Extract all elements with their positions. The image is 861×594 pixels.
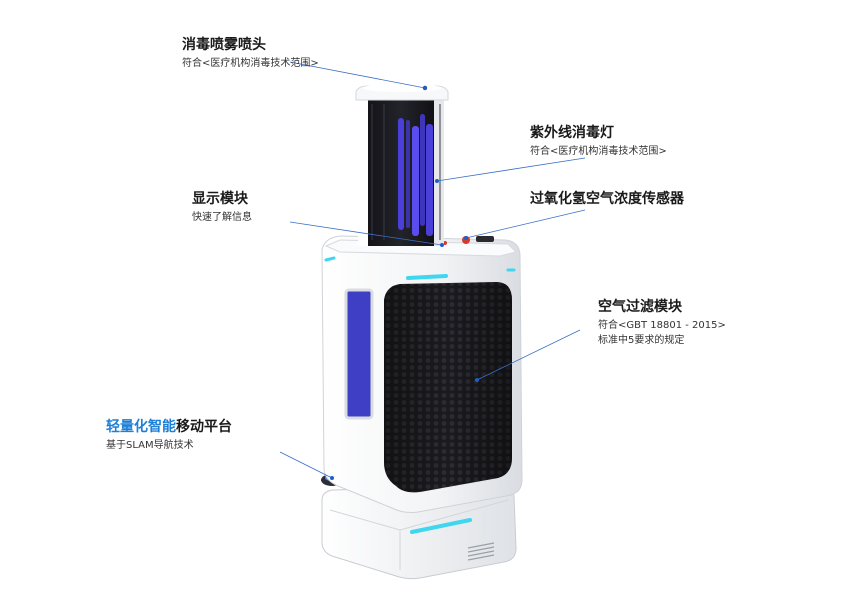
uv-lamp-tubes [398, 114, 433, 236]
callout-title: 显示模块 [192, 191, 248, 207]
callout-desc: 快速了解信息 [192, 212, 252, 223]
callout-desc: 符合<医疗机构消毒技术范围> [530, 146, 667, 157]
callout-air-filter: 空气过滤模块 符合<GBT 18801 - 2015> 标准中5要求的规定 [598, 298, 726, 348]
callout-uv-lamp: 紫外线消毒灯 符合<医疗机构消毒技术范围> [530, 124, 667, 159]
uv-tower [355, 84, 449, 246]
main-body [321, 235, 523, 513]
callout-h2o2-sensor: 过氧化氢空气浓度传感器 [530, 190, 684, 208]
callout-title: 消毒喷雾喷头 [182, 37, 266, 53]
display-panel [344, 288, 374, 420]
callout-mobile-platform: 轻量化智能移动平台 基于SLAM导航技术 [106, 418, 232, 453]
callout-desc: 符合<医疗机构消毒技术范围> [182, 58, 319, 69]
callout-title: 空气过滤模块 [598, 299, 682, 315]
callout-title: 紫外线消毒灯 [530, 125, 614, 141]
callout-spray-nozzle: 消毒喷雾喷头 符合<医疗机构消毒技术范围> [182, 36, 319, 71]
callout-display-module: 显示模块 快速了解信息 [192, 190, 252, 225]
callout-desc-2: 标准中5要求的规定 [598, 335, 685, 346]
callout-desc: 基于SLAM导航技术 [106, 440, 194, 451]
callout-title-highlight: 轻量化智能 [106, 419, 176, 435]
callout-title-rest: 移动平台 [176, 419, 232, 435]
callout-title: 轻量化智能移动平台 [106, 418, 232, 436]
callout-title: 过氧化氢空气浓度传感器 [530, 191, 684, 207]
callout-desc-1: 符合<GBT 18801 - 2015> [598, 320, 726, 331]
